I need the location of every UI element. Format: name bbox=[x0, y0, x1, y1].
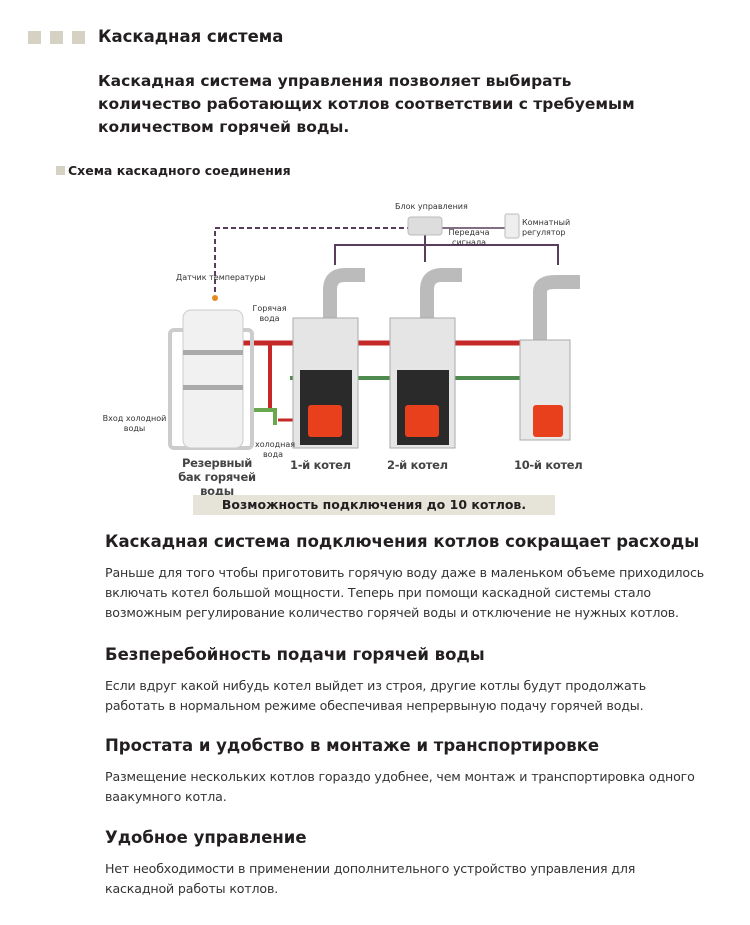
section-installation: Простата и удобство в монтаже и транспор… bbox=[105, 736, 705, 807]
label-room-regulator: Комнатный регулятор bbox=[522, 218, 571, 237]
boiler-1 bbox=[292, 268, 365, 449]
label-tank: Резервный бак горячей воды bbox=[178, 456, 256, 498]
tank bbox=[168, 309, 254, 450]
section-heading: Безперебойность подачи горячей воды bbox=[105, 645, 485, 664]
intro-text: Каскадная система управления позволяет в… bbox=[98, 72, 635, 136]
section-text: Размещение нескольких котлов гораздо удо… bbox=[105, 769, 695, 804]
label-boiler-2: 2-й котел bbox=[387, 458, 448, 472]
cascade-diagram bbox=[168, 213, 580, 450]
diagram-subtitle-text: Схема каскадного соединения bbox=[68, 163, 291, 178]
label-control-unit: Блок управления bbox=[395, 202, 468, 211]
control-unit-device bbox=[407, 216, 443, 236]
label-cold-water: холодная вода bbox=[255, 440, 296, 459]
section-heading: Каскадная система подключения котлов сок… bbox=[105, 532, 700, 551]
label-cold-inlet: Вход холодной воды bbox=[102, 414, 167, 433]
bullet-square bbox=[56, 166, 65, 175]
page-title: Каскадная система bbox=[98, 27, 284, 46]
decor-square bbox=[50, 31, 63, 44]
diagram-subtitle: Схема каскадного соединения bbox=[56, 163, 291, 178]
label-boiler-1: 1-й котел bbox=[290, 458, 351, 472]
room-regulator-device bbox=[504, 213, 520, 239]
boiler-2 bbox=[389, 268, 462, 449]
label-hot-water: Горячая вода bbox=[252, 304, 287, 323]
section-heading: Простата и удобство в монтаже и транспор… bbox=[105, 736, 600, 755]
decor-square bbox=[28, 31, 41, 44]
label-signal: Передача сигнала bbox=[448, 228, 490, 247]
section-text: Раньше для того чтобы приготовить горячу… bbox=[105, 565, 705, 620]
section-cost: Каскадная система подключения котлов сок… bbox=[105, 532, 705, 623]
label-temp-sensor: Датчик температуры bbox=[176, 273, 266, 282]
diagram-caption: Возможность подключения до 10 котлов. bbox=[193, 495, 555, 515]
boiler-10 bbox=[519, 275, 580, 441]
label-boiler-10: 10-й котел bbox=[514, 458, 583, 472]
decor-square bbox=[72, 31, 85, 44]
section-heading: Удобное управление bbox=[105, 828, 307, 847]
section-text: Если вдруг какой нибудь котел выйдет из … bbox=[105, 678, 647, 713]
section-text: Нет необходимости в применении дополните… bbox=[105, 861, 636, 896]
